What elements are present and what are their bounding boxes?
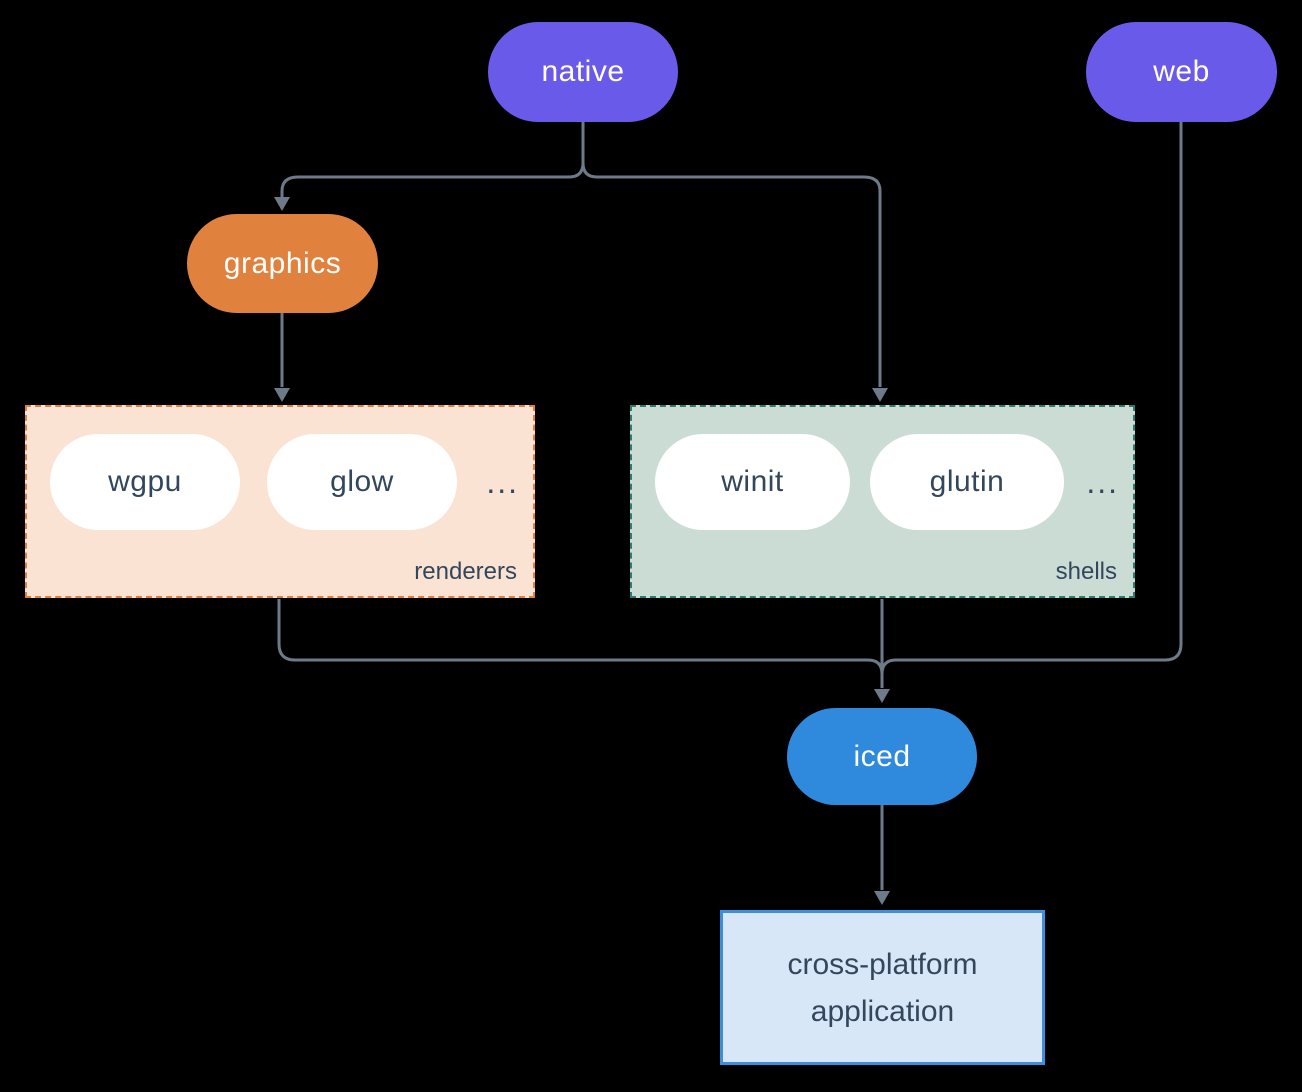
application-label-line2: application <box>810 994 955 1028</box>
node-web: web <box>1086 22 1277 122</box>
arrowhead-shells <box>872 388 888 402</box>
node-native: native <box>488 22 678 122</box>
node-iced: iced <box>787 708 977 805</box>
renderers-ellipsis: ... <box>486 463 519 500</box>
application-label-line1: cross-platform <box>787 947 978 981</box>
node-glow: glow <box>267 434 457 530</box>
arrowhead-graphics <box>274 197 290 211</box>
arrowhead-renderers <box>274 388 290 402</box>
edge-native-to-graphics <box>280 122 585 198</box>
arrowhead-application <box>874 891 890 905</box>
node-winit: winit <box>655 434 850 530</box>
shells-label: shells <box>1055 558 1117 585</box>
node-glutin: glutin <box>870 434 1064 530</box>
arrowhead-iced <box>874 689 890 703</box>
shells-ellipsis: ... <box>1086 463 1119 500</box>
group-shells: winit glutin ... shells <box>630 405 1135 598</box>
node-graphics: graphics <box>187 214 378 313</box>
renderers-label: renderers <box>414 558 517 585</box>
edge-web-to-iced <box>880 122 1183 675</box>
node-application: cross-platform application <box>720 910 1045 1065</box>
edge-renderers-to-iced <box>277 599 884 675</box>
group-renderers: wgpu glow ... renderers <box>25 405 535 598</box>
edge-native-to-shells <box>581 162 882 387</box>
node-wgpu: wgpu <box>50 434 240 530</box>
